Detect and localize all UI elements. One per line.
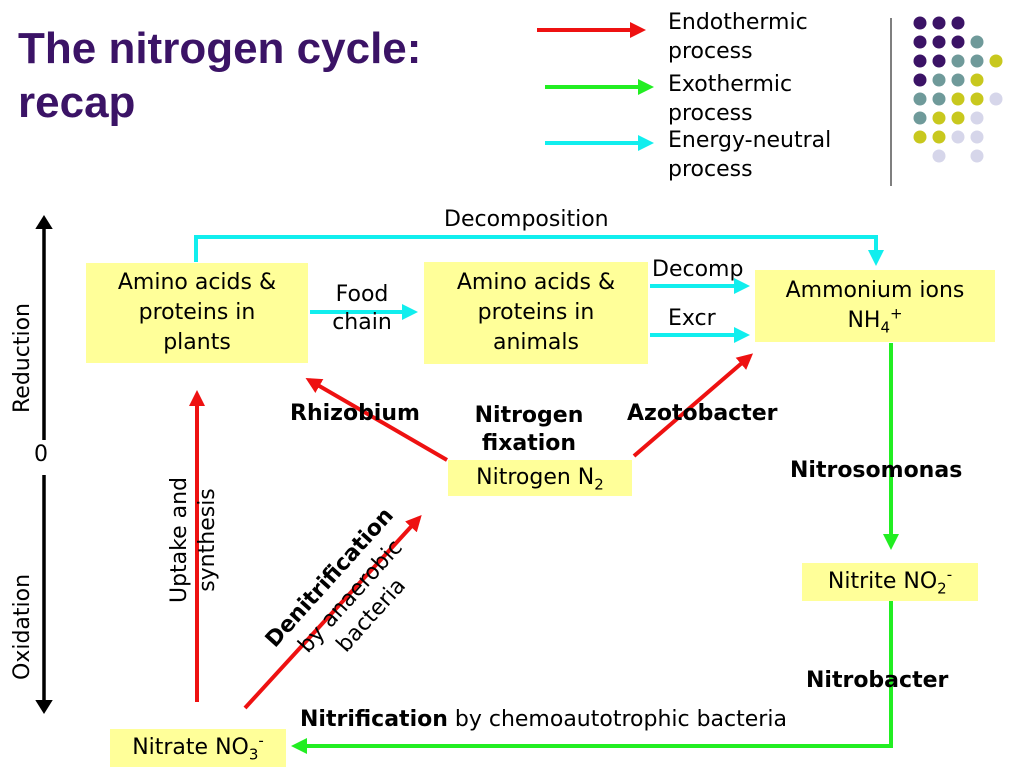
title-line-1: The nitrogen cycle:: [18, 24, 422, 73]
nitrosomonas-label: Nitrosomonas: [790, 458, 963, 483]
nitrobacter-arrow: [291, 601, 893, 754]
rhizobium-arrow: [305, 377, 449, 462]
reduction-label: Reduction: [10, 303, 35, 413]
excr-label: Excr: [668, 306, 716, 331]
uptake-synthesis-label: Uptake and synthesis: [167, 476, 220, 604]
food-chain-label: Food chain: [332, 282, 392, 335]
legend-endothermic-label: Endothermic process: [668, 10, 808, 64]
page-title: The nitrogen cycle: recap: [18, 22, 421, 130]
title-line-2: recap: [18, 78, 136, 127]
oxidation-label: Oxidation: [10, 573, 35, 680]
nitrogen-box: Nitrogen N2: [448, 460, 632, 496]
nitrobacter-label: Nitrobacter: [806, 668, 949, 693]
legend-neutral-label: Energy-neutral process: [668, 128, 832, 182]
nitrite-box: Nitrite NO2-: [802, 563, 978, 601]
plants-box: Amino acids & proteins in plants: [86, 263, 308, 363]
rhizobium-label: Rhizobium: [290, 401, 420, 426]
ammonium-box: Ammonium ions NH4+: [755, 270, 995, 342]
decomposition-label: Decomposition: [444, 207, 609, 232]
azotobacter-label: Azotobacter: [627, 401, 778, 426]
nitrogen-fixation-label: Nitrogen fixation: [474, 403, 584, 456]
decomp-label: Decomp: [652, 257, 744, 282]
legend-exothermic-label: Exothermic process: [668, 72, 793, 126]
denitrification-arrow: [243, 515, 422, 710]
nitrate-box: Nitrate NO3-: [110, 729, 286, 767]
zero-label: 0: [34, 442, 48, 467]
decorative-dot-grid: [913, 16, 1003, 163]
decomposition-arrow: [194, 235, 884, 266]
azotobacter-arrow: [632, 353, 754, 458]
animals-box: Amino acids & proteins in animals: [424, 262, 648, 364]
nitrification-label: Nitrification by chemoautotrophic bacter…: [300, 707, 787, 732]
